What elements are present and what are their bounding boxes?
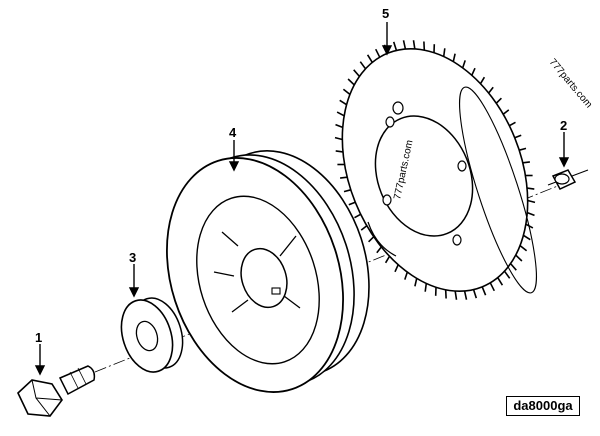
tone-wheel-tooth bbox=[527, 199, 536, 204]
screw-head-face bbox=[554, 173, 570, 185]
tone-wheel-tooth bbox=[336, 111, 345, 117]
tone-wheel-tooth bbox=[502, 109, 510, 115]
pulley-part bbox=[166, 150, 370, 393]
tone-wheel-tooth bbox=[384, 255, 391, 264]
tone-wheel-tooth bbox=[527, 211, 535, 217]
tone-wheel-tooth bbox=[414, 278, 418, 287]
tone-wheel-tooth bbox=[454, 290, 458, 300]
tone-wheel-tooth bbox=[339, 176, 348, 179]
callout-2-arrowhead bbox=[558, 157, 570, 168]
callout-3-arrowhead bbox=[128, 287, 140, 298]
screw-part bbox=[547, 169, 589, 190]
tone-wheel-bolt-hole bbox=[385, 116, 395, 128]
tone-wheel-tooth bbox=[412, 40, 416, 50]
tone-wheel-part bbox=[334, 40, 537, 300]
tone-wheel-tooth bbox=[368, 236, 375, 243]
tone-wheel-tooth bbox=[394, 264, 399, 273]
tone-wheel-tooth bbox=[343, 189, 352, 193]
tone-wheel-bolt-hole bbox=[457, 160, 467, 172]
tone-wheel-teeth bbox=[334, 40, 536, 300]
tone-wheel-tooth bbox=[518, 147, 527, 151]
callout-4-arrowhead bbox=[228, 161, 240, 172]
tone-wheel-tooth bbox=[472, 289, 478, 299]
tone-wheel-tooth bbox=[376, 246, 383, 254]
tone-wheel-bolt-hole bbox=[452, 234, 462, 246]
tone-wheel-tooth bbox=[335, 123, 343, 129]
tone-wheel-tooth bbox=[359, 61, 367, 70]
tone-wheel-tooth bbox=[487, 86, 494, 94]
tone-wheel-tooth bbox=[526, 187, 535, 190]
tone-wheel-tooth bbox=[509, 263, 517, 271]
bolt-part bbox=[17, 365, 96, 417]
tone-wheel-tooth bbox=[481, 286, 487, 296]
tone-wheel-tooth bbox=[360, 225, 368, 231]
tone-wheel-tooth bbox=[404, 271, 409, 280]
tone-wheel-tooth bbox=[347, 78, 355, 86]
callout-3-number: 3 bbox=[129, 250, 136, 265]
tone-wheel-tooth bbox=[342, 88, 351, 96]
tone-wheel-tooth bbox=[335, 150, 344, 153]
pulley-keyway bbox=[271, 287, 281, 295]
tone-wheel-tooth bbox=[471, 67, 476, 76]
tone-wheel-tooth bbox=[522, 234, 531, 241]
tone-wheel-tooth bbox=[515, 254, 523, 262]
tone-wheel-tooth bbox=[354, 213, 361, 219]
callout-5-arrowhead bbox=[381, 45, 393, 56]
bolt-shank bbox=[58, 365, 96, 396]
tone-wheel-tooth bbox=[461, 60, 466, 69]
tone-wheel-tooth bbox=[495, 97, 502, 104]
tone-wheel-tooth bbox=[503, 270, 511, 279]
tone-wheel-tooth bbox=[366, 54, 373, 63]
tone-wheel-tooth bbox=[442, 48, 446, 57]
tone-wheel-bolt-hole bbox=[392, 101, 404, 115]
tone-wheel-tooth bbox=[509, 121, 516, 127]
tone-wheel-tooth bbox=[402, 40, 407, 50]
tone-wheel-thickness-edge bbox=[459, 86, 537, 294]
bolt-head-facets bbox=[31, 379, 63, 417]
tone-wheel-tooth bbox=[424, 283, 428, 292]
tone-wheel-center-bore bbox=[374, 115, 474, 237]
tone-wheel-tooth bbox=[348, 201, 356, 206]
tone-wheel-tooth bbox=[452, 53, 456, 62]
callout-4-number: 4 bbox=[229, 125, 237, 140]
watermark-top-right: 777parts.com bbox=[547, 57, 594, 110]
tone-wheel-tooth bbox=[489, 282, 496, 292]
tone-wheel-tooth bbox=[519, 244, 528, 252]
washer-hole bbox=[135, 320, 159, 352]
tone-wheel-tooth bbox=[522, 161, 531, 164]
callout-2-number: 2 bbox=[560, 118, 567, 133]
tone-wheel-tooth bbox=[497, 277, 504, 286]
tone-wheel-bolt-hole bbox=[382, 194, 392, 206]
bolt-thread-lines bbox=[69, 367, 87, 389]
tone-wheel-tooth bbox=[353, 69, 361, 77]
washer-part bbox=[120, 297, 184, 373]
callout-1-arrowhead bbox=[34, 365, 46, 376]
tone-wheel-tooth bbox=[334, 136, 343, 141]
callout-1-number: 1 bbox=[35, 330, 42, 345]
callout-5-number: 5 bbox=[382, 6, 389, 21]
tone-wheel-tooth bbox=[479, 76, 486, 85]
tone-wheel-tooth bbox=[463, 290, 468, 300]
tone-wheel-tooth bbox=[339, 99, 348, 106]
drawing-code-label: da8000ga bbox=[506, 396, 580, 416]
tone-wheel-tooth bbox=[374, 48, 381, 58]
tone-wheel-tooth bbox=[392, 41, 398, 51]
pulley-spokes bbox=[213, 231, 301, 313]
tone-wheel-tooth bbox=[514, 134, 522, 139]
tone-wheel-notch bbox=[367, 221, 397, 257]
callout-leaders bbox=[34, 22, 570, 376]
